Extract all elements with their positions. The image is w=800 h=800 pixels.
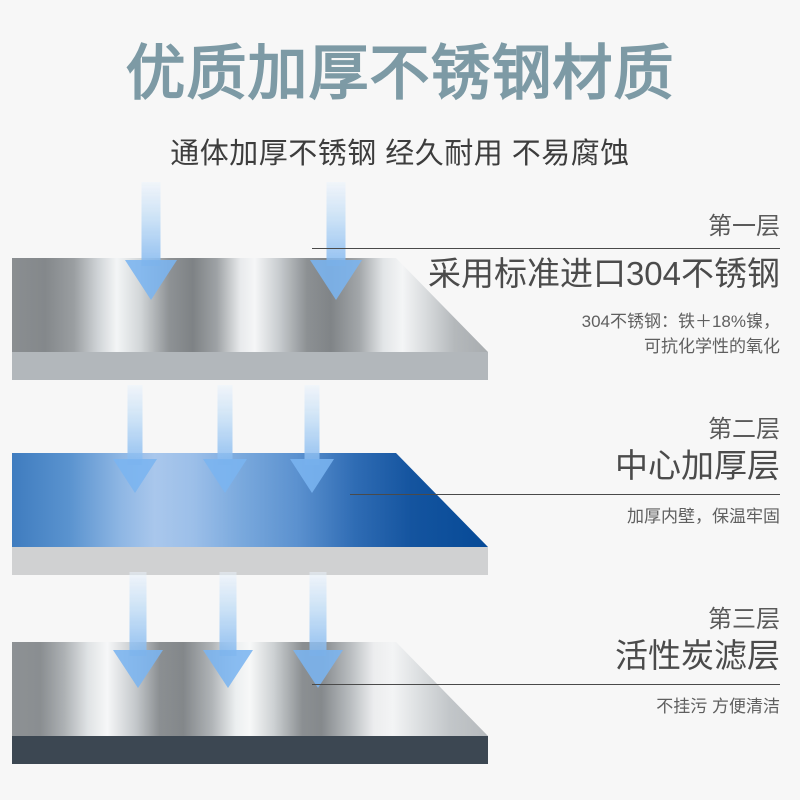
caption-divider-2	[350, 493, 780, 495]
down-arrow-icon	[203, 385, 247, 497]
caption-divider-1	[312, 248, 780, 249]
plate-top-face-2	[12, 453, 488, 547]
down-arrow-icon	[293, 572, 343, 694]
down-arrow-icon	[113, 572, 163, 694]
layer-index-label-3: 第三层	[708, 606, 780, 633]
down-arrow-icon	[113, 385, 157, 497]
plate-edge-1	[12, 352, 488, 380]
layer-note-line1-2: 加厚内壁，保温牢固	[627, 506, 780, 526]
layer-section-2: 第二层 中心加厚层 加厚内壁，保温牢固	[0, 385, 800, 585]
layer-name-2: 中心加厚层	[615, 447, 780, 484]
layer-section-3: 第三层 活性炭滤层 不挂污 方便清洁	[0, 572, 800, 780]
layer-section-1: 第一层 采用标准进口304不锈钢 304不锈钢：铁＋18%镍， 可抗化学性的氧化	[0, 182, 800, 390]
layer-note-line1-1: 304不锈钢：铁＋18%镍，	[581, 311, 780, 331]
caption-divider-3	[312, 683, 780, 685]
layer-caption-1: 第一层 采用标准进口304不锈钢 304不锈钢：铁＋18%镍， 可抗化学性的氧化	[312, 212, 780, 359]
layer-index-label-1: 第一层	[708, 213, 780, 240]
down-arrow-icon	[203, 572, 253, 694]
plate-edge-2	[12, 547, 488, 575]
layer-caption-3: 第三层 活性炭滤层 不挂污 方便清洁	[312, 605, 780, 720]
down-arrow-icon	[125, 182, 177, 306]
page-title: 优质加厚不锈钢材质	[125, 40, 675, 107]
layer-note-line2-1: 可抗化学性的氧化	[644, 336, 780, 356]
plate-top-face-1	[12, 258, 488, 352]
layer-index-label-2: 第二层	[708, 416, 780, 443]
down-arrow-icon	[290, 385, 334, 497]
layer-name-1: 采用标准进口304不锈钢	[427, 255, 780, 292]
down-arrow-icon	[310, 182, 362, 306]
plate-edge-3	[12, 736, 488, 764]
layer-caption-2: 第二层 中心加厚层 加厚内壁，保温牢固	[350, 415, 780, 530]
layer-note-line1-3: 不挂污 方便清洁	[656, 696, 780, 716]
page-subtitle: 通体加厚不锈钢 经久耐用 不易腐蚀	[170, 138, 630, 170]
layer-name-3: 活性炭滤层	[615, 637, 780, 674]
